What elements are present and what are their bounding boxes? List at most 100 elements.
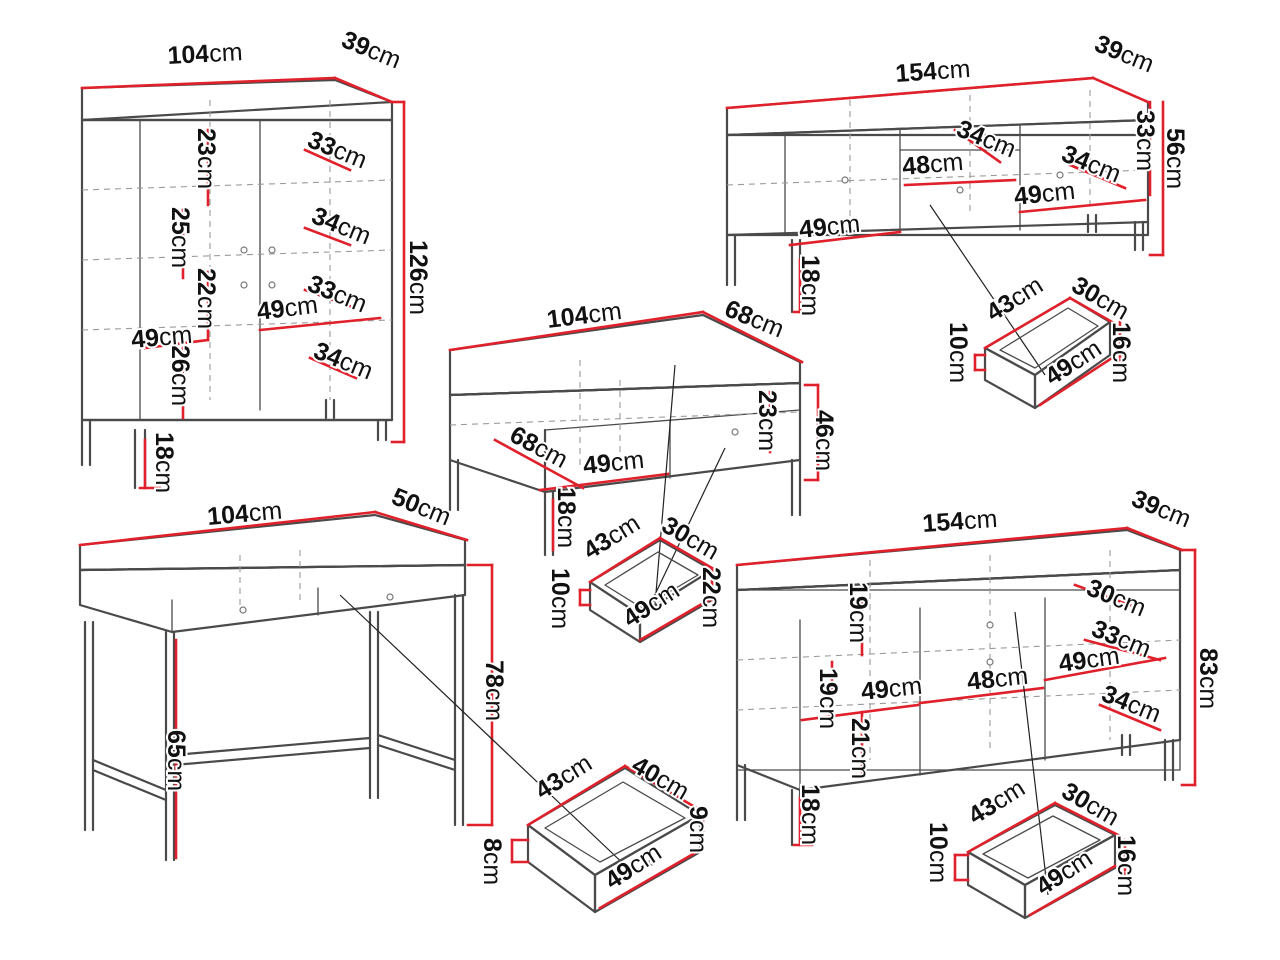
dimension-value: 10 bbox=[546, 568, 574, 596]
sideboard-drawing bbox=[735, 526, 1197, 896]
dimension-value: 18 bbox=[796, 255, 824, 283]
dimension-label: 49cm bbox=[255, 291, 319, 326]
dimension-label: 46cm bbox=[810, 410, 838, 471]
dimension-unit: cm bbox=[887, 672, 923, 703]
dimension-unit: cm bbox=[846, 746, 874, 779]
dimension-label: 49cm bbox=[582, 446, 646, 480]
dimension-label: 8cm bbox=[478, 838, 506, 885]
dimension-label: 39cm bbox=[1128, 485, 1195, 534]
dimension-label: 49cm bbox=[130, 321, 193, 354]
dimension-value: 22 bbox=[697, 567, 725, 595]
dimension-unit: cm bbox=[844, 610, 872, 643]
dimension-label: 26cm bbox=[166, 345, 194, 406]
dimension-unit: cm bbox=[796, 812, 824, 845]
dimension-label: 49cm bbox=[618, 576, 685, 633]
coffee-table-drawing bbox=[448, 310, 820, 606]
dimension-value: 19 bbox=[844, 582, 872, 610]
dimension-unit: cm bbox=[158, 321, 194, 352]
dimension-label: 16cm bbox=[1107, 322, 1135, 383]
dimension-label: 154cm bbox=[894, 55, 971, 88]
dimension-unit: cm bbox=[697, 595, 725, 628]
dimension-value: 16 bbox=[1112, 835, 1140, 863]
dimension-unit: cm bbox=[192, 156, 220, 189]
dimension-value: 154 bbox=[921, 507, 965, 538]
dimension-label: 34cm bbox=[308, 202, 375, 251]
dimension-label: 39cm bbox=[338, 26, 405, 75]
dimension-value: 48 bbox=[901, 151, 931, 181]
dimension-value: 78 bbox=[480, 660, 508, 688]
dimension-value: 18 bbox=[796, 784, 824, 812]
dimension-unit: cm bbox=[1084, 642, 1121, 674]
dimension-unit: cm bbox=[753, 418, 781, 451]
dimension-label: 78cm bbox=[480, 660, 508, 721]
dimension-unit: cm bbox=[283, 291, 319, 323]
dimension-label: 21cm bbox=[846, 718, 874, 779]
dimension-value: 18 bbox=[552, 487, 580, 515]
dimension-label: 39cm bbox=[1091, 30, 1158, 79]
dimension-unit: cm bbox=[478, 852, 506, 885]
dimension-unit: cm bbox=[609, 446, 645, 477]
coffee-table-drawer-drawing bbox=[578, 536, 714, 644]
dimension-unit: cm bbox=[480, 688, 508, 721]
dimension-value: 49 bbox=[130, 324, 160, 354]
dimension-unit: cm bbox=[929, 148, 965, 179]
dimension-unit: cm bbox=[404, 282, 432, 315]
dimension-unit: cm bbox=[924, 850, 952, 883]
dimension-value: 22 bbox=[192, 268, 220, 296]
dimension-label: 49cm bbox=[1057, 642, 1121, 678]
dimension-value: 18 bbox=[150, 432, 178, 460]
dimension-label: 18cm bbox=[552, 487, 580, 548]
dimension-label: 49cm bbox=[860, 672, 924, 706]
dimension-label: 18cm bbox=[796, 784, 824, 845]
dimension-value: 83 bbox=[1194, 648, 1222, 676]
dimension-value: 49 bbox=[1013, 180, 1044, 211]
dimension-unit: cm bbox=[546, 596, 574, 629]
dimension-value: 25 bbox=[166, 207, 194, 235]
dimension-label: 104cm bbox=[167, 38, 243, 70]
dimension-unit: cm bbox=[209, 38, 244, 68]
dimension-value: 8 bbox=[478, 838, 506, 852]
dimension-label: 10cm bbox=[546, 568, 574, 629]
dimension-unit: cm bbox=[796, 283, 824, 316]
dimension-label: 43cm bbox=[530, 749, 597, 805]
dimension-unit: cm bbox=[1107, 350, 1135, 383]
dimension-label: 56cm bbox=[1161, 128, 1189, 189]
dimension-label: 48cm bbox=[966, 662, 1030, 696]
dimension-value: 104 bbox=[167, 40, 210, 70]
dimension-value: 19 bbox=[814, 668, 842, 696]
dimension-label: 49cm bbox=[1031, 844, 1098, 901]
dimension-unit: cm bbox=[1194, 676, 1222, 709]
tv-stand-drawer-drawing bbox=[973, 296, 1122, 410]
dimension-label: 25cm bbox=[166, 207, 194, 268]
dimension-unit: cm bbox=[248, 497, 284, 528]
dimension-value: 26 bbox=[166, 345, 194, 373]
dimension-unit: cm bbox=[1040, 177, 1076, 208]
dimension-value: 56 bbox=[1161, 128, 1189, 156]
dimension-unit: cm bbox=[936, 55, 971, 85]
dimension-value: 23 bbox=[753, 390, 781, 418]
dimension-label: 18cm bbox=[150, 432, 178, 493]
dimension-unit: cm bbox=[1131, 138, 1159, 171]
dimension-label: 18cm bbox=[796, 255, 824, 316]
dimension-unit: cm bbox=[150, 460, 178, 493]
dimension-label: 34cm bbox=[953, 115, 1020, 164]
dimension-label: 48cm bbox=[901, 148, 964, 181]
desk-drawer-drawing bbox=[510, 764, 705, 914]
dimension-label: 22cm bbox=[192, 268, 220, 329]
dimension-label: 10cm bbox=[924, 822, 952, 883]
dimension-label: 9cm bbox=[684, 806, 712, 853]
dimension-value: 104 bbox=[545, 301, 590, 334]
dimension-unit: cm bbox=[192, 296, 220, 329]
dimension-label: 23cm bbox=[753, 390, 781, 451]
dimension-unit: cm bbox=[810, 438, 838, 471]
dimension-unit: cm bbox=[684, 820, 712, 853]
dimension-label: 33cm bbox=[1131, 110, 1159, 171]
dimension-unit: cm bbox=[1112, 863, 1140, 896]
dimension-value: 49 bbox=[1057, 646, 1088, 678]
dimension-label: 68cm bbox=[721, 295, 788, 344]
dimension-value: 49 bbox=[255, 295, 286, 326]
